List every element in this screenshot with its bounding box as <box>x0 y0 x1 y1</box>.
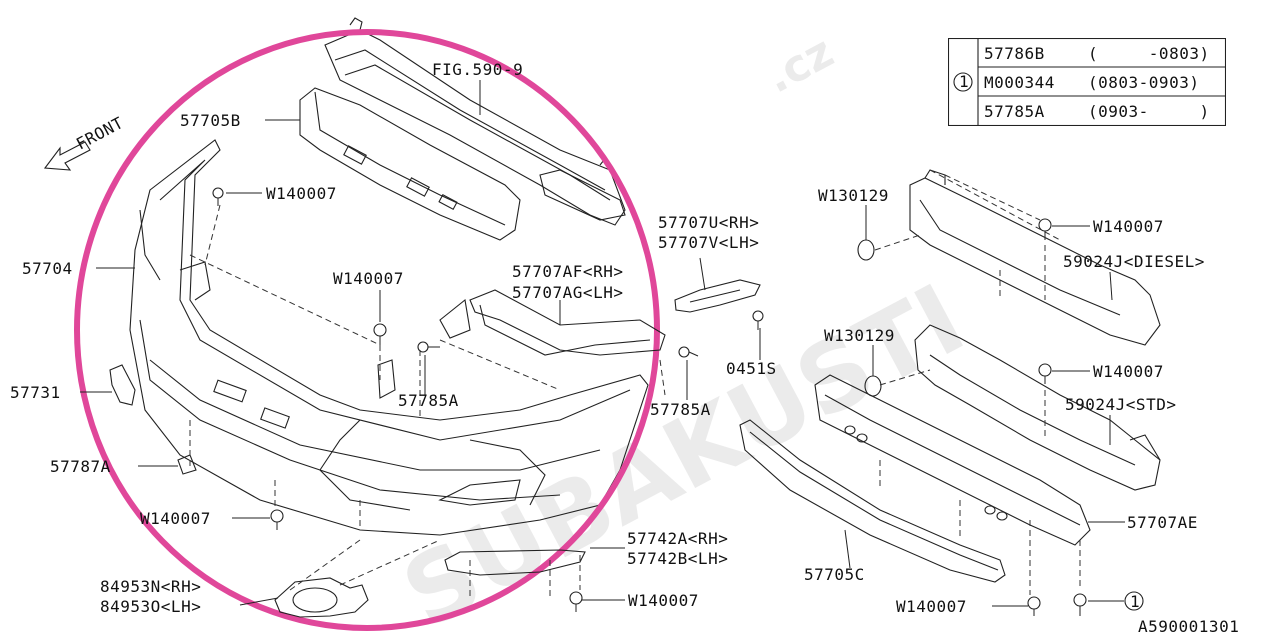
label-57742B: 57742B<LH> <box>627 549 728 568</box>
watermark-suffix: .cz <box>757 26 841 103</box>
bumper-face-57704 <box>129 139 649 536</box>
label-w140007-g: W140007 <box>896 597 967 616</box>
lower-beam-57707AE <box>814 374 1091 546</box>
label-57785A-1: 57785A <box>398 391 459 410</box>
ref-circle-bottom <box>1124 591 1144 611</box>
fastener-w140007-f <box>1038 363 1052 384</box>
label-84953N: 84953N<RH> <box>100 577 201 596</box>
label-w140007-d: W140007 <box>628 591 699 610</box>
label-w140007-f: W140007 <box>1093 362 1164 381</box>
fog-cover-84953 <box>274 577 369 618</box>
label-w140007-a: W140007 <box>266 184 337 203</box>
label-84953O: 84953O<LH> <box>100 597 201 616</box>
legend-row-part: 57786B <box>984 44 1045 63</box>
garnish-57742A <box>444 549 586 576</box>
diagram-code: A590001301 <box>1138 617 1239 636</box>
legend-table: 1 57786B ( -0803) M000344 (0803-0903) 57… <box>948 38 1226 126</box>
label-w140007-c: W140007 <box>140 509 211 528</box>
fastener-w140007-e <box>1038 218 1052 240</box>
clip-57787A <box>177 454 197 475</box>
fastener-w140007-d <box>569 591 583 612</box>
legend-row-part: M000344 <box>984 73 1055 92</box>
label-57707AF: 57707AF<RH> <box>512 262 623 281</box>
legend-row-range: (0903- ) <box>1088 102 1210 121</box>
label-57705B: 57705B <box>180 111 241 130</box>
fastener-w140007-b <box>373 323 387 346</box>
legend-row-range: (0803-0903) <box>1088 73 1199 92</box>
front-direction-arrow: FRONT <box>43 113 127 171</box>
label-59024J-std: 59024J<STD> <box>1065 395 1176 414</box>
undercover-59024J-std <box>914 324 1161 491</box>
label-w140007-e: W140007 <box>1093 217 1164 236</box>
fastener-w140007-g <box>1027 596 1041 616</box>
label-w130129-a: W130129 <box>818 186 889 205</box>
side-bracket-57707AF <box>439 289 666 356</box>
fastener-bolt-57785A-b <box>678 346 699 358</box>
legend-ref-mark: 1 <box>959 72 969 91</box>
label-57707U: 57707U<RH> <box>658 213 759 232</box>
fastener-w140007-c <box>270 509 284 530</box>
label-57785A-2: 57785A <box>650 400 711 419</box>
label-57705C: 57705C <box>804 565 865 584</box>
undercover-59024J-diesel <box>909 169 1161 346</box>
bracket-57707U <box>674 279 761 313</box>
label-57731: 57731 <box>10 383 61 402</box>
absorber-57705B <box>299 87 521 241</box>
label-fig-ref: FIG.590-9 <box>432 60 523 79</box>
label-57787A: 57787A <box>50 457 111 476</box>
legend-ref-circle <box>953 72 973 92</box>
fastener-bolt-57785A-a <box>417 341 440 353</box>
label-57707AE: 57707AE <box>1127 513 1198 532</box>
legend-row-range: ( -0803) <box>1088 44 1210 63</box>
fastener-0451S <box>752 310 764 330</box>
legend-row-part: 57785A <box>984 102 1045 121</box>
label-57707AG: 57707AG<LH> <box>512 283 623 302</box>
label-ref-bottom: 1 <box>1130 592 1140 611</box>
front-reinforcement-beam <box>324 17 626 226</box>
fastener-w140007-a <box>212 187 224 206</box>
front-label: FRONT <box>73 113 127 154</box>
label-w130129-b: W130129 <box>824 326 895 345</box>
watermark-text: SUBAKUSTI <box>386 263 982 636</box>
fastener-w130129-a <box>857 239 875 261</box>
label-57707V: 57707V<LH> <box>658 233 759 252</box>
label-59024J-diesel: 59024J<DIESEL> <box>1063 252 1205 271</box>
lower-absorber-57705C <box>739 419 1006 583</box>
label-57704: 57704 <box>22 259 73 278</box>
cover-57731 <box>109 364 136 406</box>
highlight-circle <box>74 29 660 631</box>
fastener-bolt-ref1 <box>1073 593 1087 616</box>
label-57742A: 57742A<RH> <box>627 529 728 548</box>
label-0451S: 0451S <box>726 359 777 378</box>
label-w140007-b: W140007 <box>333 269 404 288</box>
